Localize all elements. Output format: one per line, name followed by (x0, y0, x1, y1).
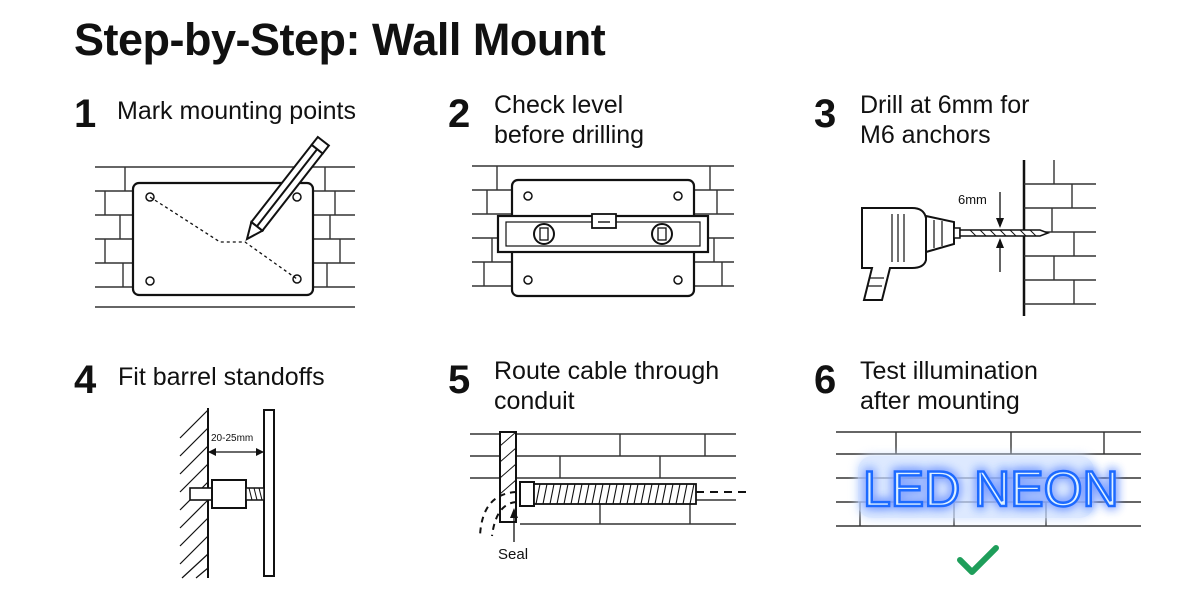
step-label: Mark mounting points (117, 97, 357, 125)
step-label: Check level before drilling (494, 91, 645, 149)
step-label: Route cable through conduit (494, 357, 720, 415)
level-check-illustration (472, 165, 734, 298)
conduit-illustration: Seal (470, 431, 750, 563)
step-number: 4 (74, 358, 97, 402)
neon-sign-text: LED NEON (863, 461, 1119, 517)
step-number: 1 (74, 92, 97, 136)
step-number: 3 (814, 92, 837, 136)
seal-label: Seal (498, 546, 528, 563)
step-number: 5 (448, 358, 471, 402)
check-icon (957, 545, 999, 575)
drill-illustration: 6mm (861, 160, 1096, 316)
drill-size-label: 6mm (958, 192, 987, 207)
standoff-illustration: 20-25mm (179, 408, 275, 579)
standoff-gap-label: 20-25mm (211, 433, 253, 444)
mark-points-illustration (95, 135, 355, 308)
page-title: Step-by-Step: Wall Mount (74, 14, 606, 65)
step-label: Test illumination after mounting (860, 357, 1038, 415)
step-label: Fit barrel standoffs (118, 363, 325, 391)
step-label: Drill at 6mm for M6 anchors (860, 91, 1030, 149)
step-number: 2 (448, 92, 471, 136)
illumination-illustration: LED NEON (836, 431, 1141, 575)
step-number: 6 (814, 358, 837, 402)
